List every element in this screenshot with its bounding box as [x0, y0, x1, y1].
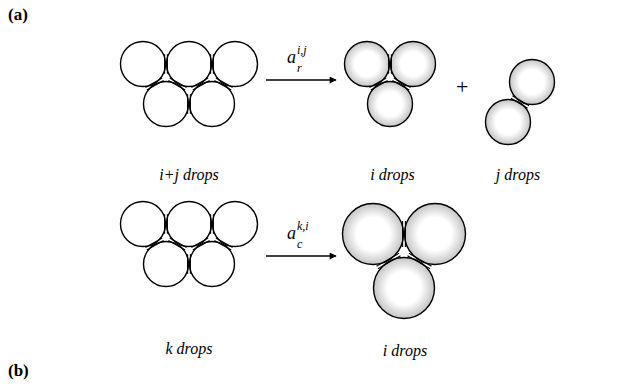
- rate-subscript: c: [297, 238, 302, 250]
- film-line: [210, 54, 211, 73]
- film-line: [408, 256, 431, 269]
- panel-label: (b): [8, 362, 29, 379]
- film-line: [214, 80, 231, 90]
- drop-circle: [343, 204, 404, 265]
- drop-cluster: i drops: [340, 200, 470, 360]
- plus-sign: +: [456, 76, 468, 98]
- film-line: [168, 80, 185, 90]
- film-line: [190, 94, 191, 113]
- film-line: [388, 54, 389, 73]
- drop-cluster: i+j drops: [116, 36, 262, 184]
- cluster-caption: i drops: [340, 322, 470, 360]
- drop-outline: [116, 36, 262, 136]
- rate-arrow: [266, 79, 336, 81]
- film-line: [168, 240, 185, 250]
- film-line: [193, 80, 210, 90]
- film-line: [190, 254, 191, 273]
- drop-cluster: j drops: [478, 36, 558, 184]
- drop-outline: [340, 200, 470, 322]
- film-line: [187, 94, 188, 113]
- film-line: [167, 214, 168, 233]
- film-line: [391, 54, 392, 73]
- film-line: [409, 253, 432, 266]
- rate-superscript: k,i: [297, 220, 309, 232]
- drop-cluster: k drops: [116, 196, 262, 358]
- film-line: [210, 214, 211, 233]
- drop-circle: [405, 204, 466, 265]
- cluster-caption: k drops: [116, 296, 262, 358]
- rate-subscript: r: [297, 62, 302, 74]
- film-line: [392, 80, 409, 90]
- panel-label: (a): [8, 6, 28, 23]
- film-line: [213, 54, 214, 73]
- film-line: [511, 98, 528, 108]
- film-line: [164, 54, 165, 73]
- drop-outline: [116, 196, 262, 296]
- film-line: [147, 240, 164, 250]
- film-line: [167, 54, 168, 73]
- film-line: [147, 80, 164, 90]
- drop-cluster: i drops: [340, 36, 445, 184]
- cluster-caption: i drops: [340, 136, 445, 184]
- drop-outline: [340, 36, 445, 136]
- film-line: [371, 80, 388, 90]
- film-line: [378, 256, 401, 269]
- film-line: [377, 253, 400, 266]
- rate-arrow: [266, 255, 336, 257]
- film-line: [213, 214, 214, 233]
- film-line: [193, 240, 210, 250]
- rate-superscript: i,j: [297, 44, 307, 56]
- film-line: [164, 214, 165, 233]
- rate-symbol: a: [287, 48, 296, 66]
- drop-outline: [478, 36, 558, 148]
- film-line: [405, 221, 406, 247]
- film-line: [187, 254, 188, 273]
- film-line: [402, 221, 403, 247]
- rate-symbol: a: [287, 224, 296, 242]
- drop-circle: [374, 258, 435, 319]
- film-line: [214, 240, 231, 250]
- cluster-caption: j drops: [478, 148, 558, 184]
- cluster-caption: i+j drops: [116, 136, 262, 184]
